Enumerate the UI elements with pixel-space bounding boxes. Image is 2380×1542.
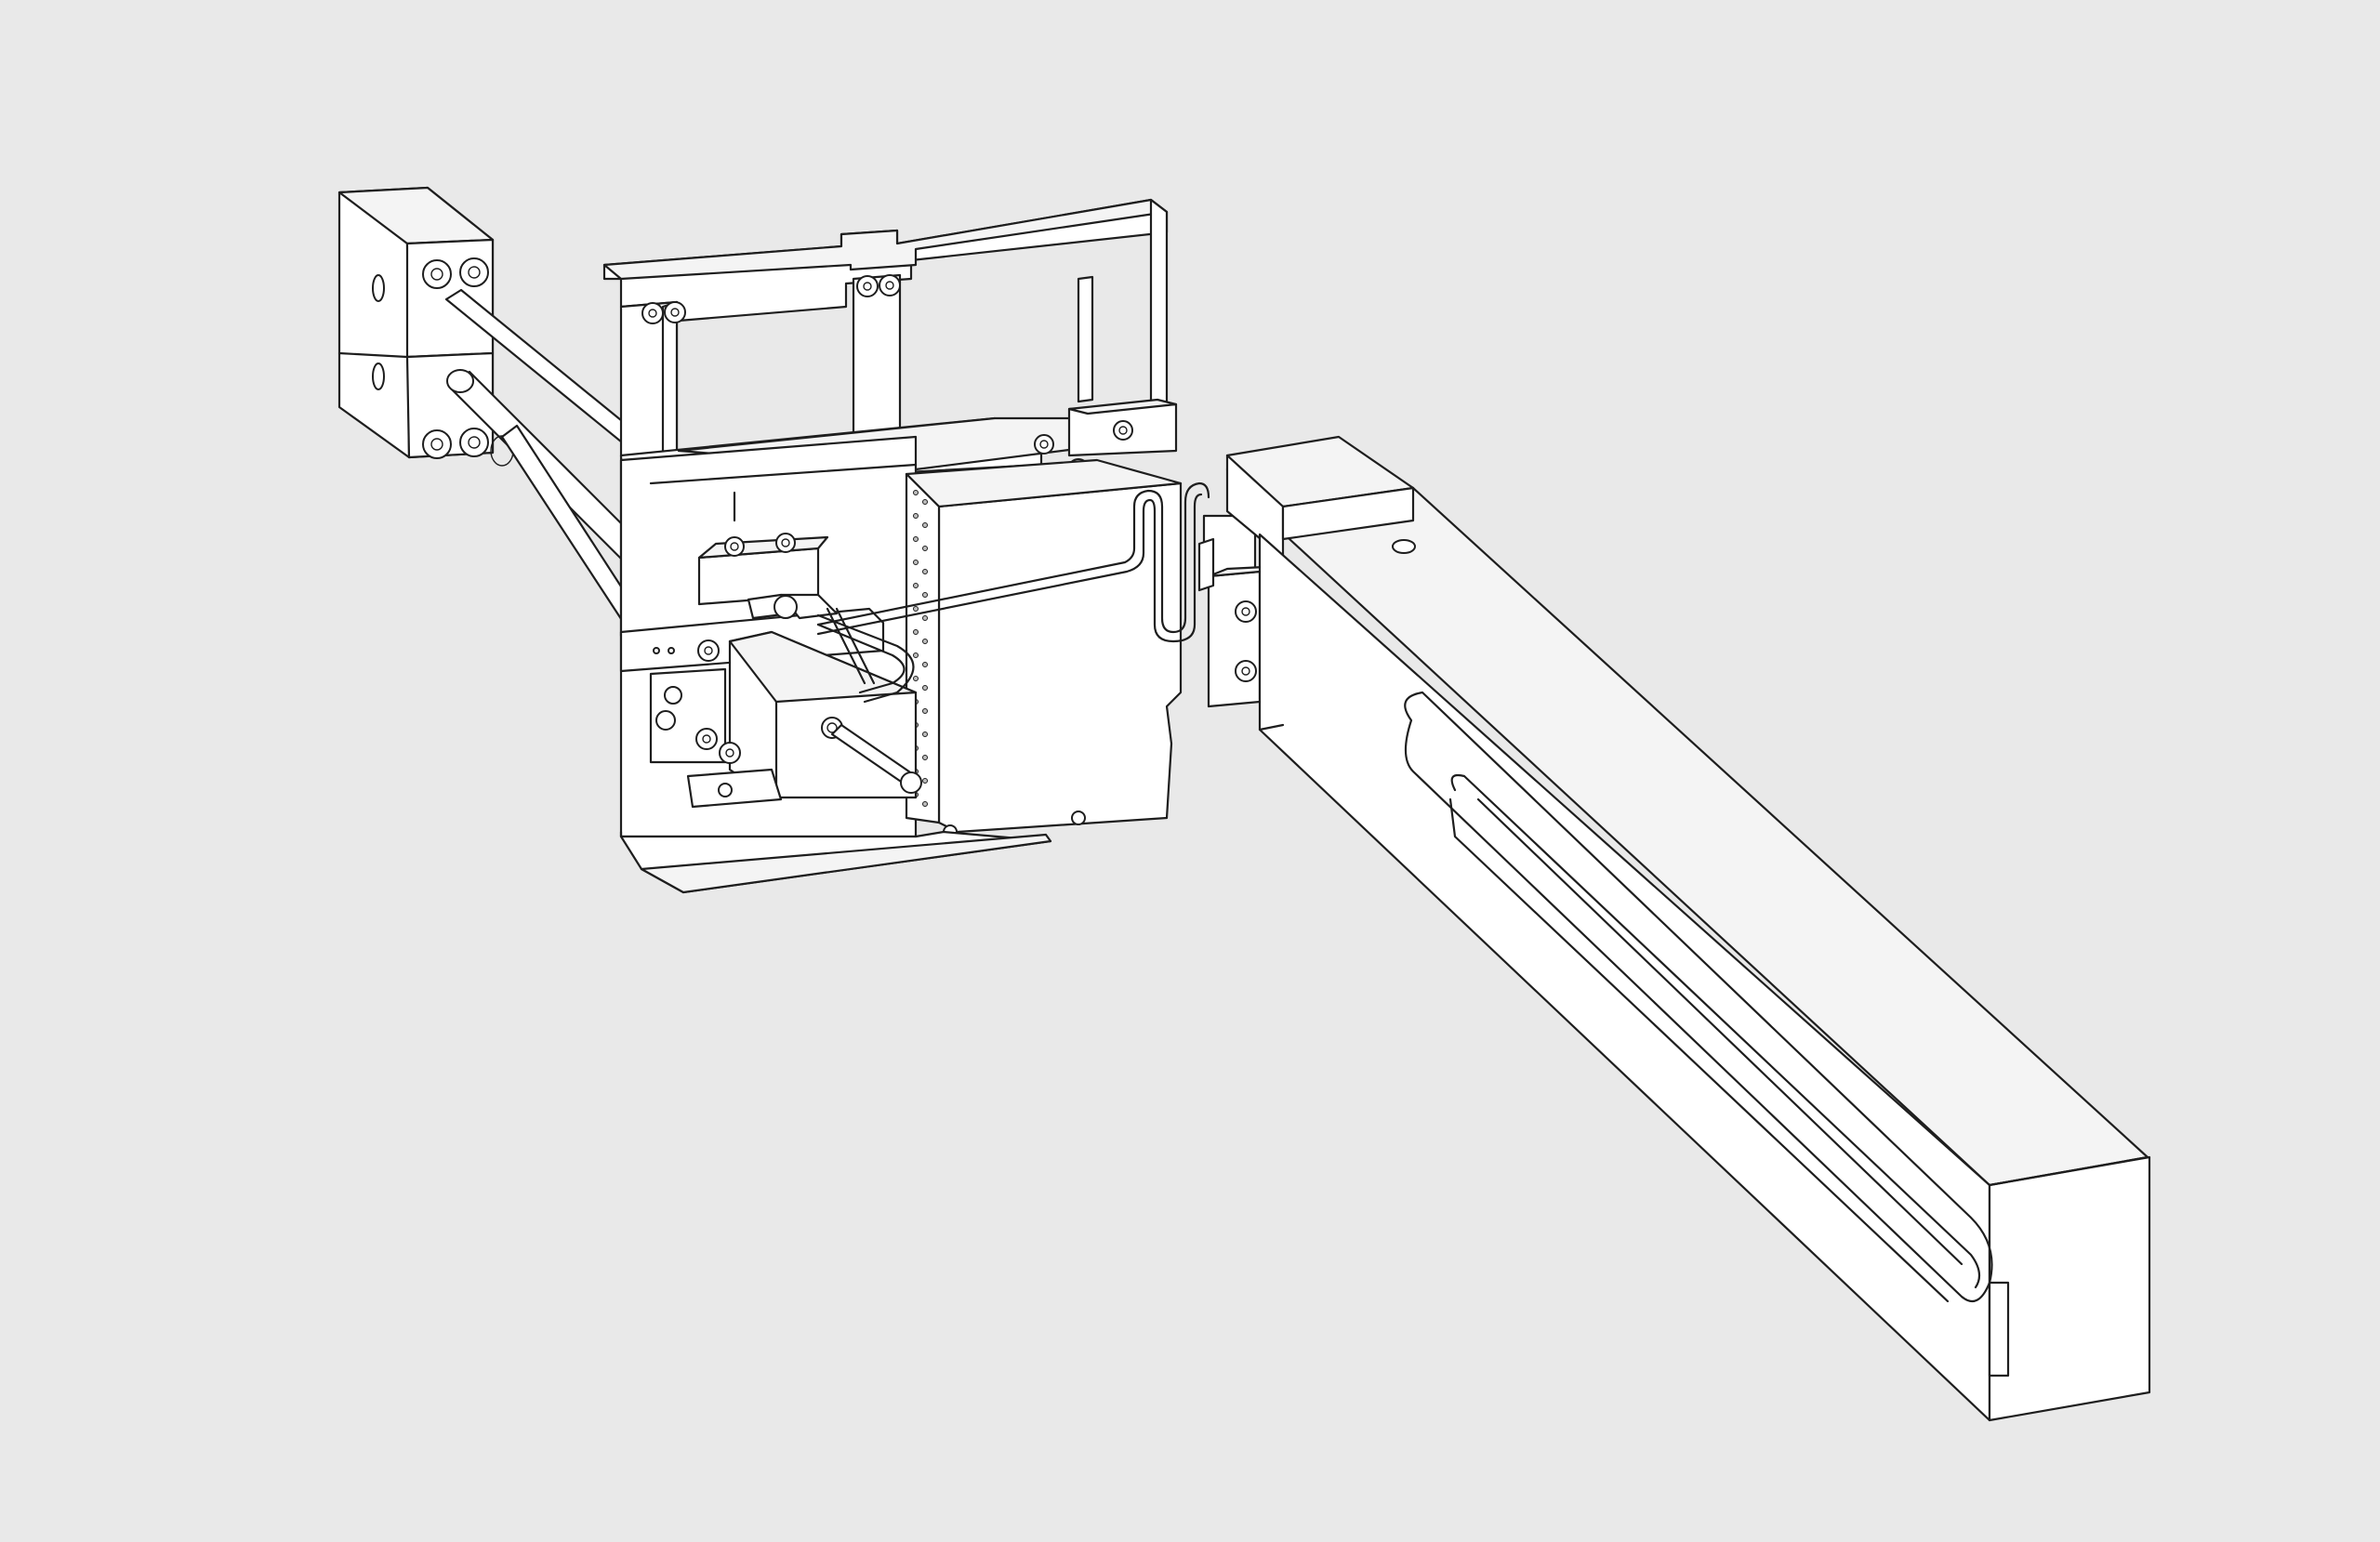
wire-loop: [816, 481, 1210, 704]
base-plate: [619, 830, 1052, 894]
frame-screw-left-icon: [641, 301, 686, 324]
connector-blocks: [1197, 514, 1266, 708]
perforation-pattern: [913, 490, 928, 807]
connecting-rods: [444, 288, 657, 629]
slotted-beam: [1225, 435, 2151, 1422]
perforated-cube: [905, 458, 1183, 839]
upper-screw-pair-icon: [422, 257, 489, 289]
frame-screw-mid-icon: [856, 274, 901, 297]
lower-screw-pair-icon: [422, 428, 489, 459]
left-mounting-block: [337, 186, 495, 459]
